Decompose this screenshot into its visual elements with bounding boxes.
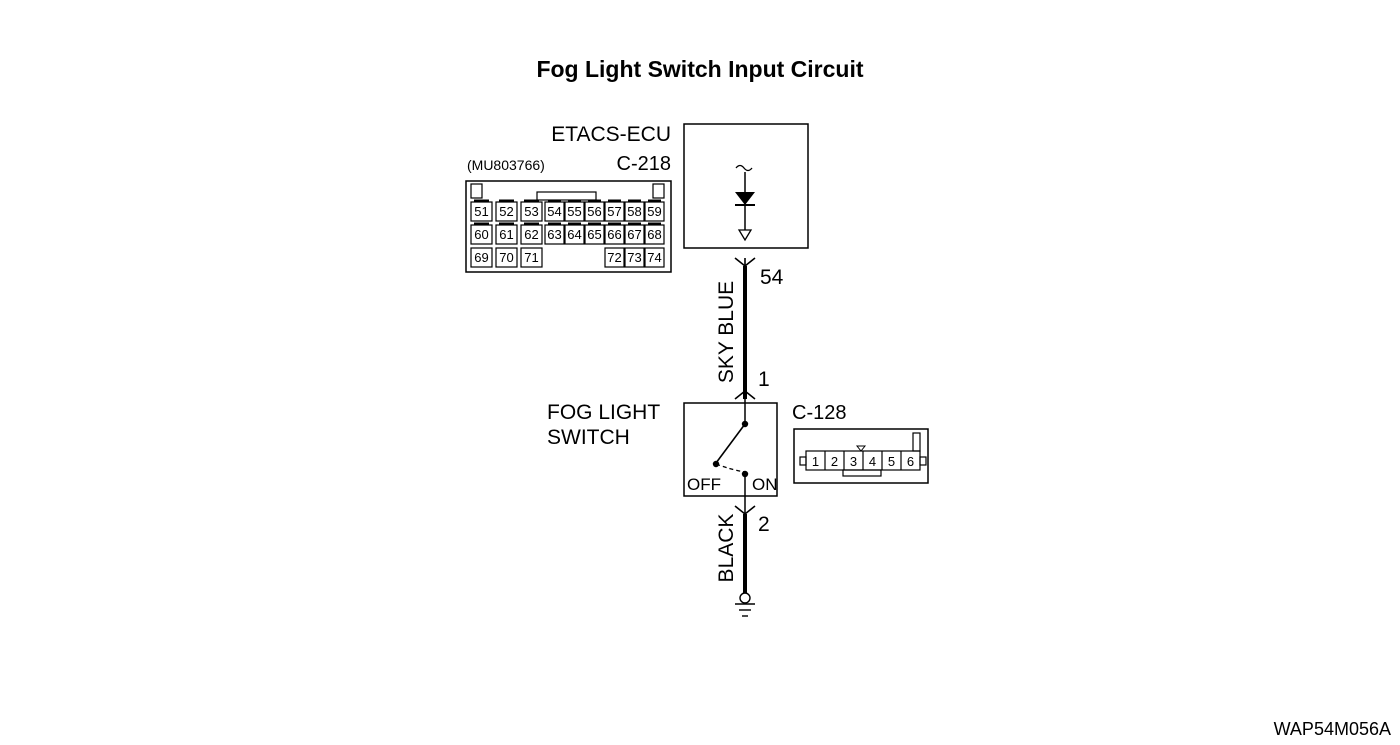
switch-pin-number: 2: [831, 454, 838, 469]
ecu-pin-number: 68: [647, 227, 661, 242]
ecu-pin-number: 51: [474, 204, 488, 219]
ground-icon: [735, 592, 755, 617]
switch-pin-number: 1: [812, 454, 819, 469]
ecu-pin-number: 65: [587, 227, 601, 242]
ecu-pin-cell: [470, 224, 493, 245]
ecu-pin-cell: [470, 247, 493, 268]
ecu-connector-face: 51 52 53 54 55 56 57 58 59 60 61 62 63 64 65 66 67 68 69 70…: [465, 180, 672, 273]
ecu-pin-cell: [624, 247, 645, 268]
ecu-pin-number: 62: [524, 227, 538, 242]
ecu-pin-cell: [520, 247, 543, 268]
ecu-pin-cell: [604, 201, 625, 222]
ecu-pin-cell: [624, 201, 645, 222]
ecu-pin-cell: [604, 247, 625, 268]
ecu-pin-number: 71: [524, 250, 538, 265]
ecu-pin-cell: [584, 224, 605, 245]
ecu-pin-number: 64: [567, 227, 581, 242]
ecu-pin-number: 53: [524, 204, 538, 219]
ecu-pin-cell: [520, 224, 543, 245]
ecu-pin-54-label: 54: [760, 266, 784, 289]
ecu-pin-number: 67: [627, 227, 641, 242]
ecu-pin-number: 70: [499, 250, 513, 265]
ecu-pin-cell: [544, 201, 565, 222]
switch-pin-1-label: 1: [758, 368, 770, 391]
ecu-part-number: (MU803766): [467, 157, 545, 173]
ecu-pin-number: 66: [607, 227, 621, 242]
ecu-pin-cell: [564, 201, 585, 222]
ecu-pin-number: 74: [647, 250, 661, 265]
ecu-pin-number: 59: [647, 204, 661, 219]
ecu-pin-cell: [604, 224, 625, 245]
ecu-pin-cell: [644, 201, 665, 222]
ecu-pin-cell: [644, 224, 665, 245]
ecu-pin-number: 56: [587, 204, 601, 219]
wire-top-color-label: SKY BLUE: [715, 281, 738, 383]
switch-connector-id: C-128: [792, 402, 846, 424]
ecu-pin-number: 63: [547, 227, 561, 242]
ecu-pin-cell: [495, 201, 518, 222]
ecu-pin-number: 60: [474, 227, 488, 242]
ecu-pin-number: 73: [627, 250, 641, 265]
diagram-title: Fog Light Switch Input Circuit: [536, 56, 863, 82]
ecu-pin-number: 57: [607, 204, 621, 219]
ecu-pin-cell: [495, 224, 518, 245]
switch-pin-number: 3: [850, 454, 857, 469]
ecu-pin-cell: [644, 247, 665, 268]
ecu-pin-cell: [584, 201, 605, 222]
ecu-pin-number: 55: [567, 204, 581, 219]
switch-pin-number: 6: [907, 454, 914, 469]
ecu-pin-number: 69: [474, 250, 488, 265]
ecu-pin-grid: 51 52 53 54 55 56 57 58 59 60 61 62 63 64 65 66 67 68 69 70…: [470, 199, 665, 268]
switch-name-line2: SWITCH: [547, 426, 630, 449]
ecu-pin-cell: [495, 247, 518, 268]
switch-name-line1: FOG LIGHT: [547, 401, 660, 424]
ecu-pin-cell: [544, 224, 565, 245]
signal-ground-icon: [737, 229, 753, 242]
ecu-pin-number: 54: [547, 204, 561, 219]
ecu-name: ETACS-ECU: [551, 123, 671, 146]
ecu-pin-number: 58: [627, 204, 641, 219]
ecu-pin-number: 72: [607, 250, 621, 265]
ecu-pin-cell: [624, 224, 645, 245]
switch-pin-2-label: 2: [758, 513, 770, 536]
figure-code: WAP54M056A: [1274, 719, 1391, 739]
ecu-pin-cell: [520, 201, 543, 222]
fog-light-switch: OFF ON: [683, 402, 778, 497]
ecu-pin-cell: [564, 224, 585, 245]
ecu-box: [683, 123, 809, 249]
switch-pin-number: 4: [869, 454, 876, 469]
ecu-pin-cell: [470, 201, 493, 222]
switch-on-label: ON: [752, 475, 778, 494]
ecu-pin-number: 61: [499, 227, 513, 242]
ecu-connector-id: C-218: [617, 153, 671, 175]
wire-bottom-color-label: BLACK: [715, 514, 738, 583]
diode-icon: [735, 192, 755, 205]
switch-pin-number: 5: [888, 454, 895, 469]
switch-off-label: OFF: [687, 475, 721, 494]
ecu-pin-number: 52: [499, 204, 513, 219]
